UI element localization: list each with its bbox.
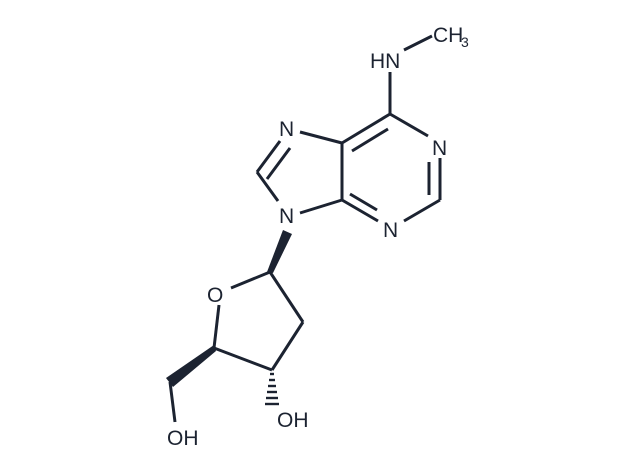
atom-hydroxyl-3: OH: [277, 409, 309, 432]
bond-c1-o4: [230, 270, 271, 290]
bond-c5-c6: [341, 112, 391, 145]
bond-n7-c8-double: [265, 147, 292, 180]
bond-c5-c6-double: [351, 127, 389, 153]
bond-n3-c4: [341, 198, 379, 223]
atom-n9: N: [279, 205, 294, 228]
bond-ch2-oh: [168, 381, 177, 423]
bond-n3-c4-double: [349, 192, 378, 212]
bond-c6-n1: [389, 112, 429, 138]
bond-n7-c8: [255, 140, 282, 173]
atom-n7: N: [279, 118, 294, 141]
hash-c3-oh: [265, 372, 279, 406]
bonds: [166, 34, 442, 423]
bond-n9-c4: [299, 198, 343, 215]
bond-nh-ch3: [403, 34, 433, 52]
bond-o4-c4: [212, 304, 221, 349]
bond-c2-c1: [268, 271, 305, 323]
bond-c2-n3: [403, 198, 441, 223]
atom-n3: N: [383, 219, 398, 242]
atom-hydroxyl-5: OH: [167, 427, 199, 450]
wedge-c4-c5prime: [166, 345, 216, 387]
wedge-c1-n9: [267, 230, 292, 273]
bond-c8-n9: [255, 171, 280, 202]
atom-ring-oxygen: O: [207, 284, 223, 307]
atom-amine: HN: [370, 50, 400, 73]
bond-c5-n7: [299, 130, 343, 145]
bond-c4-c3: [213, 346, 273, 372]
bond-c3-c2: [270, 321, 305, 371]
atom-n1: N: [432, 137, 447, 160]
atom-methyl: CH: [433, 24, 463, 47]
atom-labels: CH 3 HN N N N N O OH OH: [167, 24, 469, 450]
atom-methyl-subscript: 3: [461, 34, 469, 50]
